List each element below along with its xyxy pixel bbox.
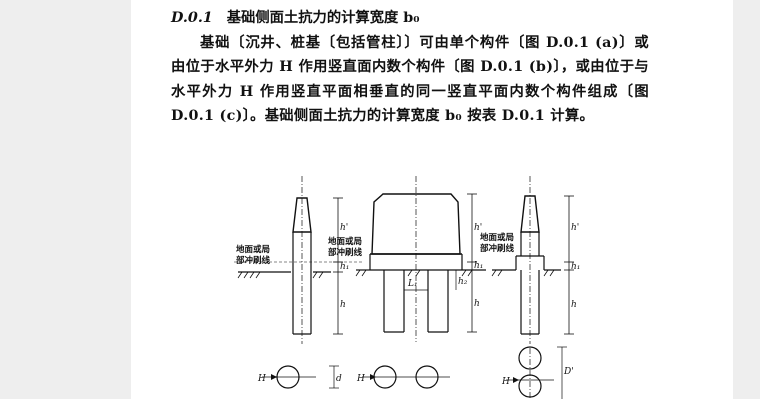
figure-a-single-pile xyxy=(234,176,364,344)
ground-label-b-1: 地面或局 xyxy=(328,236,362,247)
section-number: D.0.1 xyxy=(171,10,213,26)
dim-h1-b: h₁ xyxy=(474,261,483,271)
figure-b-pile-group xyxy=(355,176,486,342)
ground-label-a-2: 部冲刷线 xyxy=(236,255,271,266)
force-H-c: H xyxy=(501,377,510,387)
dim-h-prime-b: h' xyxy=(474,223,482,233)
dim-h-c: h xyxy=(571,300,577,310)
dim-L1: L₁ xyxy=(407,279,418,289)
dim-h2-b: h₂ xyxy=(458,277,468,287)
dim-D-prime: D' xyxy=(563,367,574,377)
section-title: 基础侧面土抗力的计算宽度 b₀ xyxy=(226,10,420,26)
ground-label-c-1: 地面或局 xyxy=(480,232,514,243)
dim-h1-c: h₁ xyxy=(571,262,580,272)
right-margin xyxy=(733,0,760,399)
body-paragraph: 基础〔沉井、桩基〔包括管柱〕〕可由单个构件〔图 D.0.1 (a)〕或由位于水平… xyxy=(171,34,649,125)
ground-label-c-2: 部冲刷线 xyxy=(480,243,515,254)
ground-label-a-1: 地面或局 xyxy=(236,244,270,255)
force-H-b: H xyxy=(356,374,365,384)
plan-view-c xyxy=(506,346,567,399)
document-text: D.0.1 基础侧面土抗力的计算宽度 b₀ 基础〔沉井、桩基〔包括管柱〕〕可由单个… xyxy=(171,6,649,129)
left-margin xyxy=(0,0,131,399)
dim-h-prime-a: h' xyxy=(340,223,348,233)
figure-c-pile-row xyxy=(491,176,574,344)
dim-h-a: h xyxy=(340,300,346,310)
figure-labels: 地面或局 部冲刷线 地面或局 部冲刷线 地面或局 部冲刷线 h' h₁ h h'… xyxy=(236,223,580,387)
force-H-a: H xyxy=(257,374,266,384)
dim-h1-a: h₁ xyxy=(340,262,349,272)
ground-label-b-2: 部冲刷线 xyxy=(328,247,363,258)
dim-h-b: h xyxy=(474,299,480,309)
section-heading: D.0.1 基础侧面土抗力的计算宽度 b₀ xyxy=(171,6,649,31)
dim-h-prime-c: h' xyxy=(571,223,579,233)
dim-d: d xyxy=(336,374,342,384)
figure-d01: 地面或局 部冲刷线 地面或局 部冲刷线 地面或局 部冲刷线 h' h₁ h h'… xyxy=(234,176,580,399)
